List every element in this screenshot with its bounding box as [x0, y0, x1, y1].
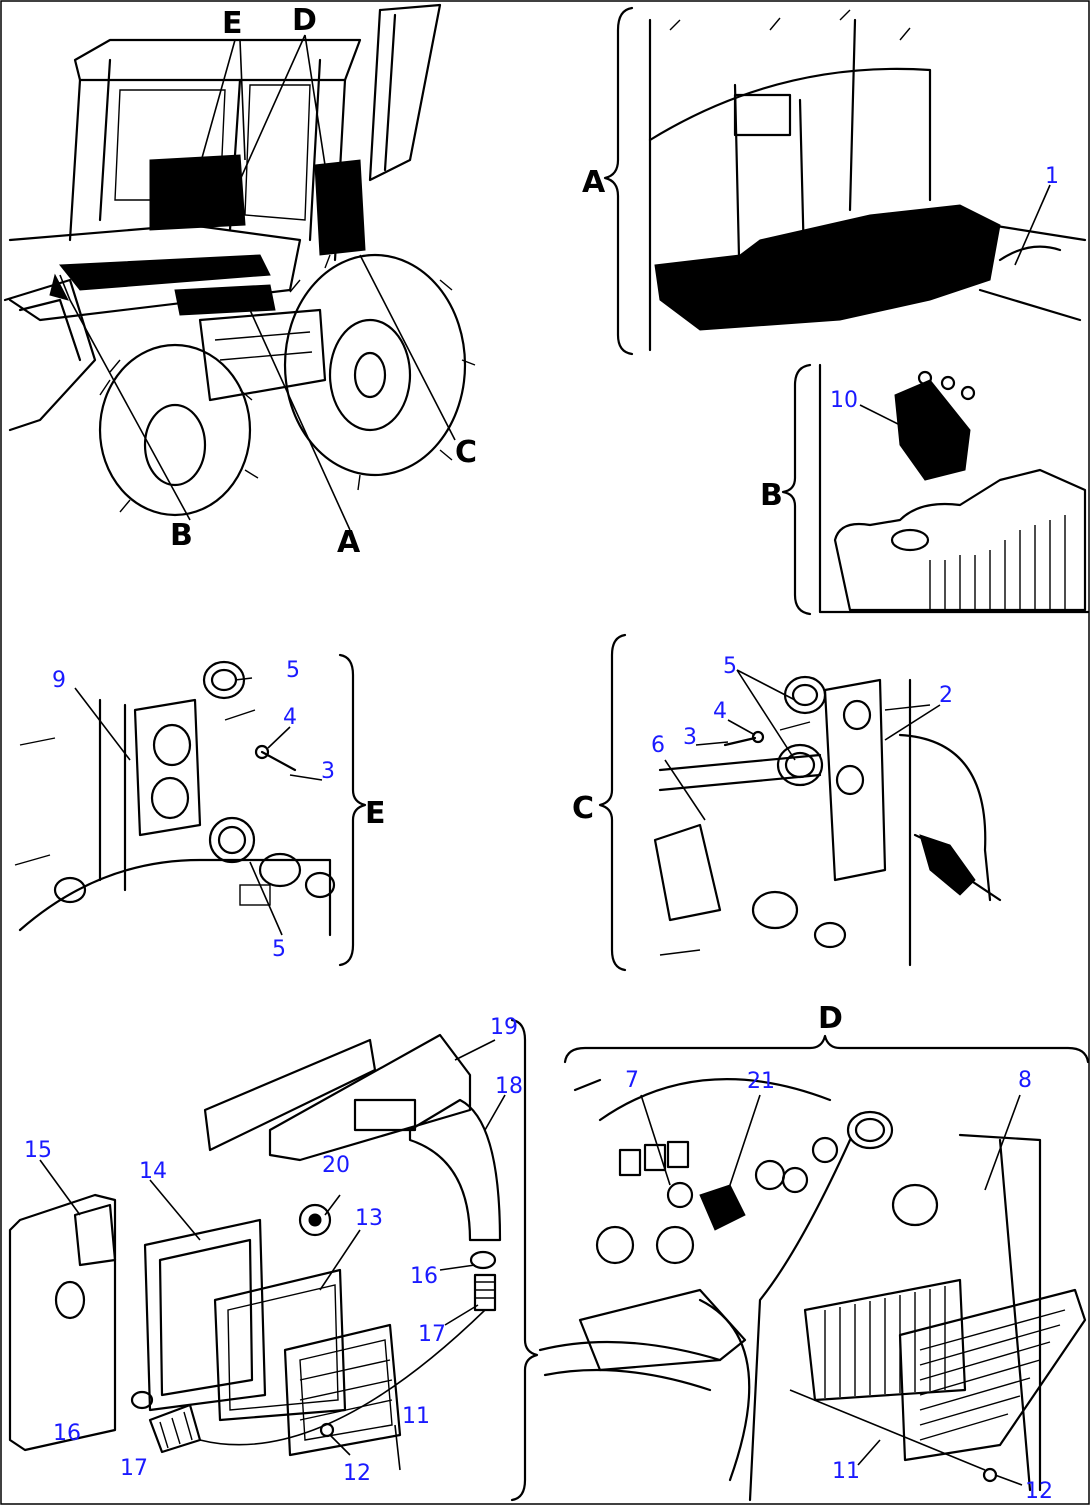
detail-d-part-21: 21 — [747, 1069, 775, 1094]
exploded-part-18: 18 — [495, 1074, 523, 1099]
detail-d-part-8: 8 — [1018, 1068, 1032, 1093]
exploded-part-12: 12 — [343, 1461, 371, 1486]
detail-b-label: B — [760, 478, 783, 513]
detail-a-floor-mat — [654, 204, 1001, 331]
overview-panel-b — [174, 284, 276, 316]
detail-e-label: E — [365, 796, 386, 831]
detail-c-label: C — [572, 791, 594, 826]
detail-c-part-4: 4 — [713, 699, 727, 724]
detail-d-bracket — [563, 1034, 1090, 1064]
detail-c-part-3: 3 — [683, 725, 697, 750]
exploded-part-13: 13 — [355, 1206, 383, 1231]
detail-a-part-1: 1 — [1045, 164, 1059, 189]
exploded-bracket — [510, 1018, 539, 1502]
exploded-part-11: 11 — [402, 1404, 430, 1429]
detail-d-label: D — [818, 1001, 843, 1036]
overview-illustration — [3, 3, 476, 531]
overview-label-e: E — [222, 6, 243, 41]
detail-d-part-7: 7 — [625, 1068, 639, 1093]
detail-b-part-10: 10 — [830, 388, 858, 413]
exploded-part-15: 15 — [24, 1138, 52, 1163]
detail-d-part-12: 12 — [1025, 1479, 1053, 1504]
detail-b-illustration — [781, 363, 1090, 616]
overview-label-c: C — [455, 435, 477, 470]
overview-label-a: A — [337, 525, 361, 560]
detail-a-bracket — [603, 6, 634, 356]
overview-cover-strip-a — [58, 254, 271, 291]
overview-label-d: D — [292, 3, 317, 38]
detail-d-part-11: 11 — [832, 1459, 860, 1484]
detail-e-part-9: 9 — [52, 668, 66, 693]
exploded-part-17-right: 17 — [418, 1322, 446, 1347]
detail-c-part-2: 2 — [939, 683, 953, 708]
detail-c-bracket — [598, 633, 627, 972]
detail-b-bracket — [781, 363, 812, 616]
detail-e-part-5-bottom: 5 — [272, 937, 286, 962]
exploded-part-17-left: 17 — [120, 1456, 148, 1481]
detail-d-illustration — [538, 1034, 1090, 1502]
exploded-part-20: 20 — [322, 1153, 350, 1178]
detail-e-part-3: 3 — [321, 759, 335, 784]
overview-cover-c — [314, 159, 366, 256]
detail-e-part-4: 4 — [283, 705, 297, 730]
exploded-part-16-right: 16 — [410, 1264, 438, 1289]
detail-e-part-5-top: 5 — [286, 658, 300, 683]
overview-label-b: B — [170, 518, 193, 553]
detail-e-illustration — [14, 653, 367, 967]
detail-a-illustration — [603, 6, 1087, 356]
detail-c-illustration — [598, 633, 1002, 972]
exploded-illustration — [8, 1018, 539, 1502]
detail-c-part-5: 5 — [723, 654, 737, 679]
detail-a-label: A — [582, 165, 606, 200]
exploded-part-19: 19 — [490, 1015, 518, 1040]
exploded-part-14: 14 — [139, 1159, 167, 1184]
detail-e-bracket — [338, 653, 367, 967]
overview-cover-e — [149, 154, 246, 231]
detail-c-part-6: 6 — [651, 733, 665, 758]
exploded-part-16-left: 16 — [53, 1421, 81, 1446]
